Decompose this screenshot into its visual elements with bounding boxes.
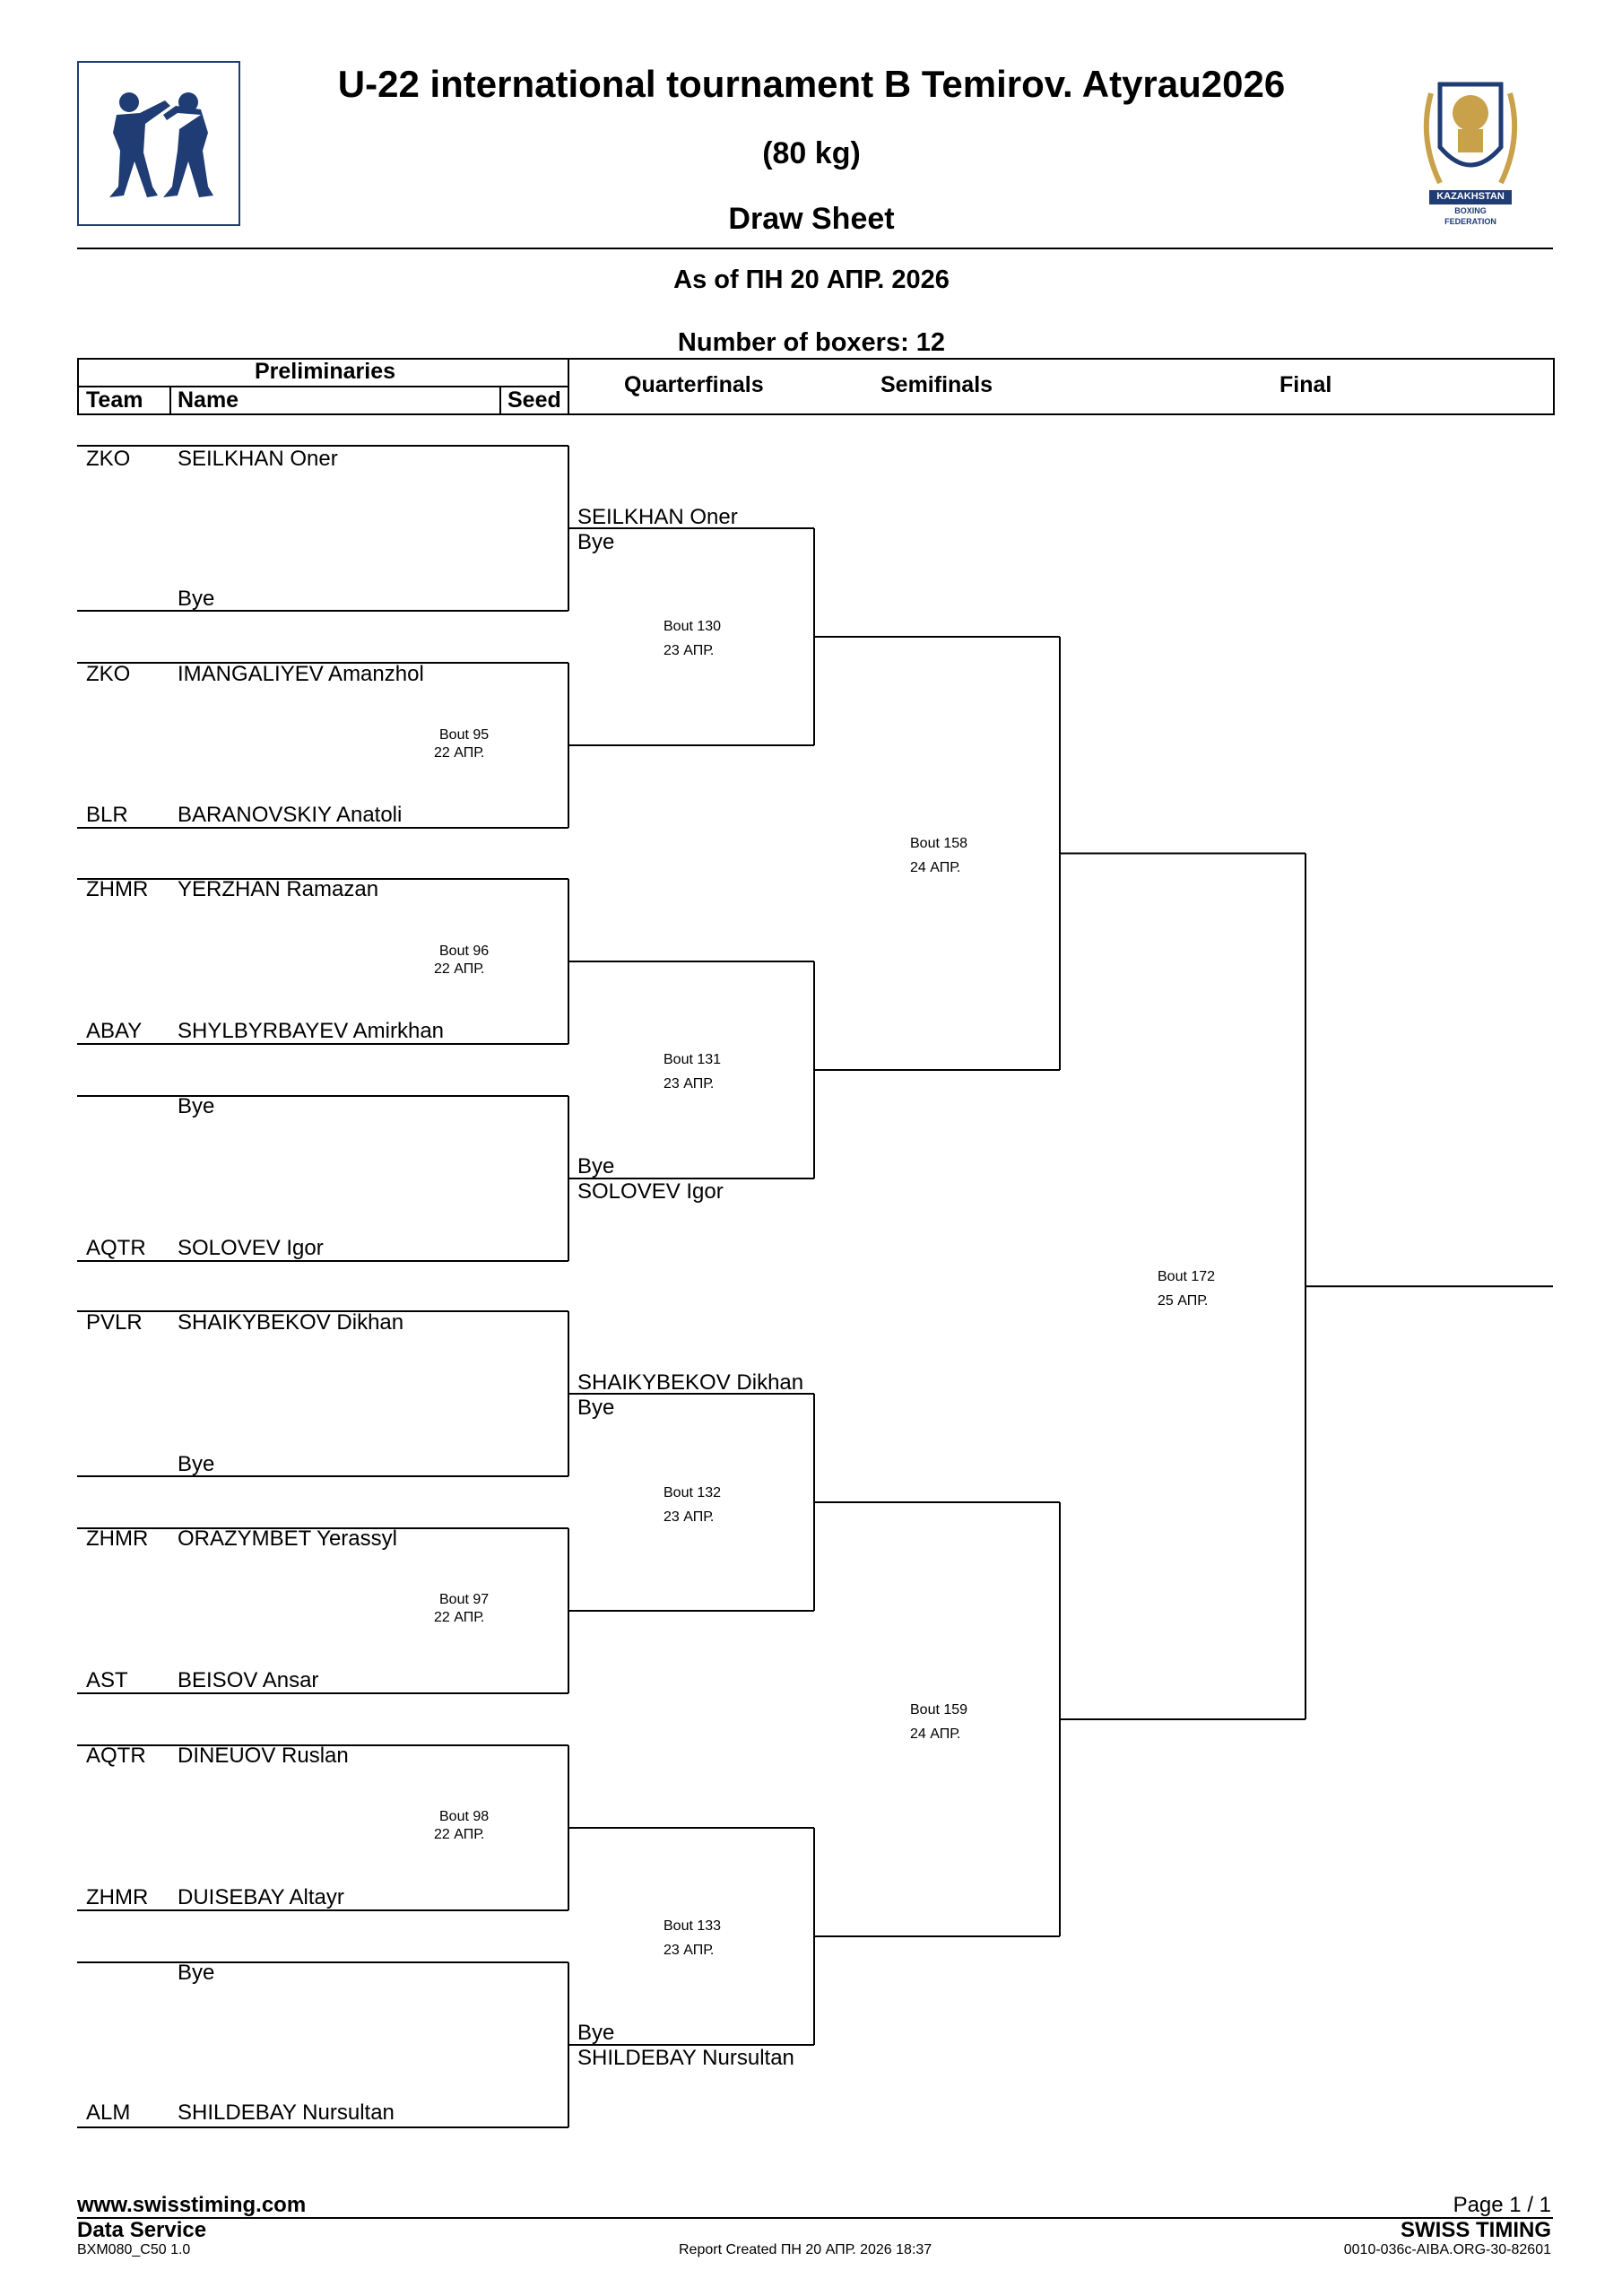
footer-ref: 0010-036c-AIBA.ORG-30-82601 — [1343, 2242, 1551, 2257]
bout-date: 22 АПР. — [434, 961, 485, 977]
bout-date: 23 АПР. — [664, 1509, 715, 1525]
boxing-pictogram-logo — [77, 61, 240, 226]
preliminaries-header: Preliminaries — [255, 359, 396, 384]
entry-name: Bye — [178, 1961, 215, 1985]
qf-entry-name: SHILDEBAY Nursultan — [577, 2046, 794, 2070]
entry-name: SHYLBYRBAYEV Amirkhan — [178, 1019, 445, 1043]
entry-name: Bye — [178, 587, 215, 611]
entry-team: ZHMR — [86, 877, 149, 901]
qf-entry-name: SOLOVEV Igor — [577, 1179, 724, 1204]
bout-date: 23 АПР. — [664, 1076, 715, 1091]
footer-page: Page 1 / 1 — [1453, 2193, 1551, 2217]
entry-name: Bye — [178, 1452, 215, 1476]
entry-team: AQTR — [86, 1744, 146, 1768]
qf-entry-name: Bye — [577, 2021, 615, 2045]
entry-name: ORAZYMBET Yerassyl — [178, 1526, 397, 1551]
federation-logo-text-3: FEDERATION — [1444, 217, 1496, 226]
entry-name: SHAIKYBEKOV Dikhan — [178, 1310, 404, 1335]
qf-entry-name: Bye — [577, 1154, 615, 1178]
bout-date: 25 АПР. — [1158, 1293, 1209, 1309]
draw-sheet-title: Draw Sheet — [728, 202, 895, 236]
entry-name: SHILDEBAY Nursultan — [178, 2100, 395, 2125]
federation-logo-text-1: KAZAKHSTAN — [1436, 191, 1505, 202]
entry-name: BARANOVSKIY Anatoli — [178, 803, 403, 827]
entry-name: DUISEBAY Altayr — [178, 1885, 344, 1909]
bout-date: 22 АПР. — [434, 745, 485, 761]
semifinals-header: Semifinals — [880, 372, 993, 397]
entry-team: ABAY — [86, 1019, 143, 1043]
name-header: Name — [178, 387, 239, 413]
bout-label: Bout 132 — [664, 1485, 722, 1500]
seed-header: Seed — [507, 387, 561, 413]
footer-code: BXM080_C50 1.0 — [77, 2242, 191, 2257]
team-name-divider — [169, 386, 171, 413]
entry-team: ZKO — [86, 447, 131, 471]
entry-name: IMANGALIYEV Amanzhol — [178, 662, 424, 686]
footer-website: www.swisstiming.com — [77, 2193, 307, 2217]
bout-label: Bout 172 — [1158, 1269, 1216, 1284]
entry-name: Bye — [178, 1094, 215, 1118]
footer-brand: SWISS TIMING — [1401, 2218, 1551, 2242]
entry-name: DINEUOV Ruslan — [178, 1744, 349, 1768]
prelim-subheader-line — [77, 386, 569, 387]
bout-label: Bout 98 — [439, 1809, 490, 1824]
federation-emblem-logo — [1413, 57, 1528, 230]
entry-team: AST — [86, 1668, 128, 1692]
bout-label: Bout 133 — [664, 1918, 722, 1934]
bout-date: 22 АПР. — [434, 1827, 485, 1842]
entry-team: BLR — [86, 803, 128, 827]
footer-report: Report Created ПН 20 АПР. 2026 18:37 — [679, 2242, 932, 2257]
bout-label: Bout 131 — [664, 1052, 722, 1067]
final-header: Final — [1279, 372, 1332, 397]
bout-date: 23 АПР. — [664, 643, 715, 658]
bout-date: 24 АПР. — [910, 1726, 961, 1742]
entry-name: BEISOV Ansar — [178, 1668, 319, 1692]
entry-team: ZHMR — [86, 1885, 149, 1909]
entry-team: ALM — [86, 2100, 131, 2125]
entry-team: AQTR — [86, 1236, 146, 1260]
qf-entry-name: SEILKHAN Oner — [577, 505, 738, 529]
bout-label: Bout 96 — [439, 944, 490, 959]
footer-divider — [77, 2217, 1553, 2219]
bout-label: Bout 95 — [439, 727, 490, 743]
name-seed-divider — [499, 386, 501, 413]
footer-service: Data Service — [77, 2218, 207, 2242]
qf-entry-name: Bye — [577, 530, 615, 554]
header-divider — [77, 248, 1553, 249]
tournament-title: U-22 international tournament B Temirov.… — [337, 63, 1286, 105]
bout-label: Bout 130 — [664, 619, 722, 634]
entry-team: PVLR — [86, 1310, 143, 1335]
bout-date: 23 АПР. — [664, 1943, 715, 1958]
team-header: Team — [86, 387, 143, 413]
qf-entry-name: SHAIKYBEKOV Dikhan — [577, 1370, 804, 1395]
federation-logo-text-2: BOXING — [1454, 206, 1487, 215]
entry-team: ZKO — [86, 662, 131, 686]
bout-label: Bout 159 — [910, 1702, 968, 1718]
entry-name: SOLOVEV Igor — [178, 1236, 324, 1260]
bout-label: Bout 158 — [910, 836, 968, 851]
bout-date: 22 АПР. — [434, 1610, 485, 1625]
entry-team: ZHMR — [86, 1526, 149, 1551]
qf-entry-name: Bye — [577, 1396, 615, 1420]
boxer-count: Number of boxers: 12 — [677, 328, 946, 357]
entry-name: YERZHAN Ramazan — [178, 877, 379, 901]
weight-class: (80 kg) — [762, 136, 861, 170]
as-of-date: As of ПН 20 АПР. 2026 — [673, 265, 950, 294]
quarterfinals-header: Quarterfinals — [624, 372, 764, 397]
bout-label: Bout 97 — [439, 1592, 490, 1607]
entry-name: SEILKHAN Oner — [178, 447, 338, 471]
bout-date: 24 АПР. — [910, 860, 961, 875]
